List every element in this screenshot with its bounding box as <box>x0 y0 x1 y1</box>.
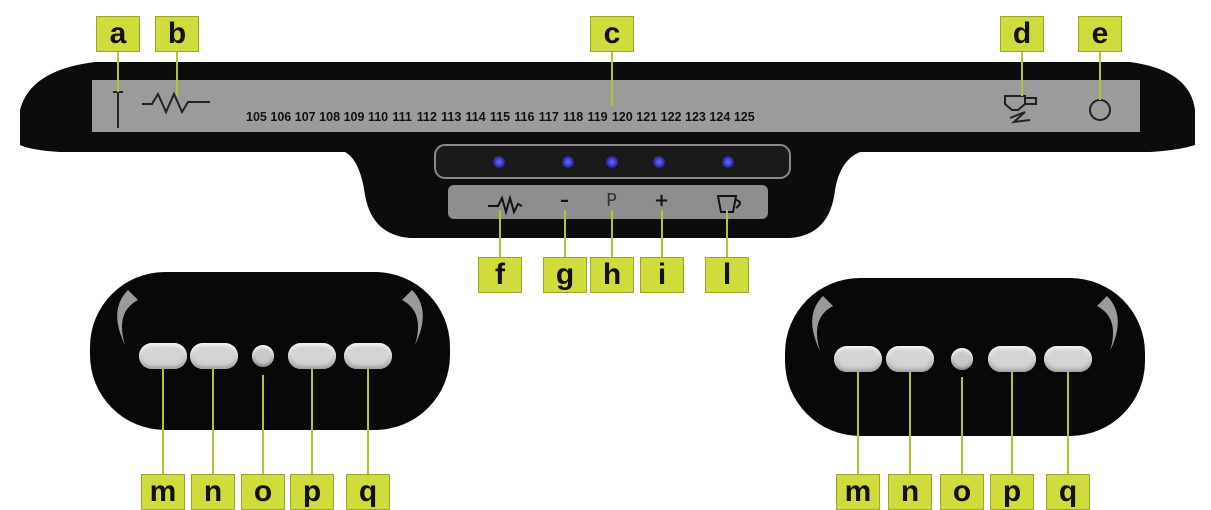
left-button-n[interactable] <box>190 343 238 369</box>
callout-left-p: p <box>290 474 334 510</box>
callout-left-o: o <box>241 474 285 510</box>
callout-d: d <box>1000 16 1044 52</box>
cup-icon[interactable] <box>716 195 741 213</box>
scale-value: 107 <box>294 110 316 124</box>
led-2 <box>562 156 574 168</box>
scale-value: 119 <box>587 110 608 124</box>
scale-value: 125 <box>733 110 755 124</box>
scale-value: 123 <box>685 110 706 124</box>
callout-f: f <box>478 257 522 293</box>
scale-value: 121 <box>636 110 658 124</box>
scale-value: 118 <box>563 110 584 124</box>
callout-g: g <box>543 257 587 293</box>
scale-value: 117 <box>538 110 559 124</box>
callout-left-n: n <box>191 474 235 510</box>
left-button-q[interactable] <box>344 343 392 369</box>
callout-left-m: m <box>141 474 185 510</box>
callout-right-p: p <box>990 474 1034 510</box>
plus-button[interactable]: + <box>654 190 670 211</box>
callout-right-m: m <box>836 474 880 510</box>
left-button-p[interactable] <box>288 343 336 369</box>
led-1 <box>493 156 505 168</box>
p-button[interactable]: P <box>606 190 617 211</box>
scale-value: 116 <box>514 110 535 124</box>
callout-a: a <box>96 16 140 52</box>
right-button-q[interactable] <box>1044 346 1092 372</box>
callout-c: c <box>590 16 634 52</box>
scale-value: 108 <box>319 110 341 124</box>
scale-value: 111 <box>392 110 412 124</box>
led-5 <box>722 156 734 168</box>
callout-e: e <box>1078 16 1122 52</box>
minus-button[interactable]: – <box>560 190 569 211</box>
scale-value: 114 <box>465 110 486 124</box>
scale-value: 112 <box>416 110 437 124</box>
scale-value: 120 <box>611 110 633 124</box>
right-button-p[interactable] <box>988 346 1036 372</box>
callout-right-n: n <box>888 474 932 510</box>
pulse-icon <box>142 91 210 115</box>
callout-h: h <box>590 257 634 293</box>
scale-value: 105 <box>246 110 267 124</box>
scale-value: 124 <box>709 110 731 124</box>
right-button-m[interactable] <box>834 346 882 372</box>
led-4 <box>653 156 665 168</box>
scale-value: 115 <box>489 110 511 124</box>
control-strip <box>448 185 768 219</box>
callout-right-o: o <box>940 474 984 510</box>
steam-wand-icon <box>1004 95 1037 124</box>
callout-i: i <box>640 257 684 293</box>
callout-left-q: q <box>346 474 390 510</box>
callout-b: b <box>155 16 199 52</box>
display-strip <box>92 80 1140 132</box>
scale-value: 110 <box>367 110 389 124</box>
callout-right-q: q <box>1046 474 1090 510</box>
scale-value: 122 <box>660 110 682 124</box>
callout-l: l <box>705 257 749 293</box>
left-button-m[interactable] <box>139 343 187 369</box>
pulse-small-icon[interactable] <box>488 194 523 216</box>
scale-value: 113 <box>441 110 462 124</box>
right-button-o[interactable] <box>951 348 973 370</box>
left-button-o[interactable] <box>252 345 274 367</box>
scale-value: 106 <box>270 110 292 124</box>
leader-lines <box>117 50 1101 475</box>
right-button-n[interactable] <box>886 346 934 372</box>
scale-value: 109 <box>343 110 365 124</box>
led-3 <box>606 156 618 168</box>
